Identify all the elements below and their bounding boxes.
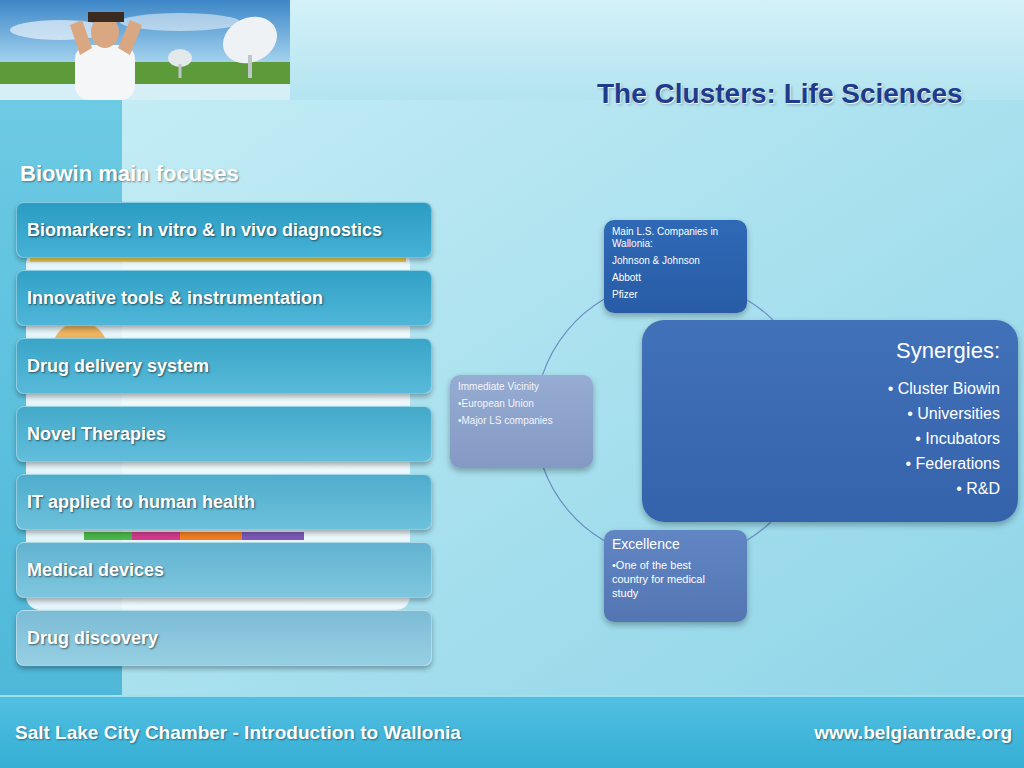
section-heading: Biowin main focuses xyxy=(20,161,239,187)
node-heading: Synergies: xyxy=(660,338,1000,364)
focus-box: Drug delivery system xyxy=(16,338,432,394)
focus-box: Innovative tools & instrumentation xyxy=(16,270,432,326)
node-item: • Cluster Biowin xyxy=(660,376,1000,401)
node-item: Abbott xyxy=(612,272,739,284)
footer-text: www.belgiantrade.org xyxy=(814,722,1012,744)
footer-text: Salt Lake City Chamber - Introduction to… xyxy=(15,722,461,744)
node-heading: Immediate Vicinity xyxy=(458,381,585,393)
node-heading: IT applied to human health xyxy=(27,492,255,513)
node-item: • Universities xyxy=(660,401,1000,426)
cycle-box: Main L.S. Companies in Wallonia: Johnson … xyxy=(604,220,747,313)
slide-title: The Clusters: Life Sciences xyxy=(597,78,963,110)
cycle-arc xyxy=(543,468,603,541)
node-heading: Novel Therapies xyxy=(27,424,166,445)
node-item: •Major LS companies xyxy=(458,415,585,427)
node-heading: Main L.S. Companies in Wallonia: xyxy=(612,226,739,250)
node-item: •One of the best country for medical stu… xyxy=(612,558,739,600)
focus-box: Drug discovery xyxy=(16,610,432,666)
cycle-arc xyxy=(543,299,605,375)
node-heading: Drug delivery system xyxy=(27,356,209,377)
focus-box: IT applied to human health xyxy=(16,474,432,530)
cycle-arc xyxy=(748,300,774,320)
node-item: Johnson & Johnson xyxy=(612,255,739,267)
focus-box: Novel Therapies xyxy=(16,406,432,462)
cycle-box: Excellence •One of the best country for m… xyxy=(604,530,747,622)
node-item: •European Union xyxy=(458,398,585,410)
cycle-arc xyxy=(747,522,771,540)
node-heading: Excellence xyxy=(612,536,739,552)
node-heading: Drug discovery xyxy=(27,628,158,649)
cycle-box: Immediate Vicinity •European Union •Major … xyxy=(450,375,593,468)
cycle-box: Synergies: • Cluster Biowin• Universities… xyxy=(642,320,1018,522)
header-photo xyxy=(0,0,290,100)
node-heading: Medical devices xyxy=(27,560,164,581)
node-item: • Federations xyxy=(660,451,1000,476)
node-item: Pfizer xyxy=(612,289,739,301)
node-item: • R&D xyxy=(660,476,1000,501)
node-item: • Incubators xyxy=(660,426,1000,451)
node-heading: Innovative tools & instrumentation xyxy=(27,288,323,309)
focus-box: Biomarkers: In vitro & In vivo diagnosti… xyxy=(16,202,432,258)
focus-box: Medical devices xyxy=(16,542,432,598)
node-heading: Biomarkers: In vitro & In vivo diagnosti… xyxy=(27,220,382,241)
